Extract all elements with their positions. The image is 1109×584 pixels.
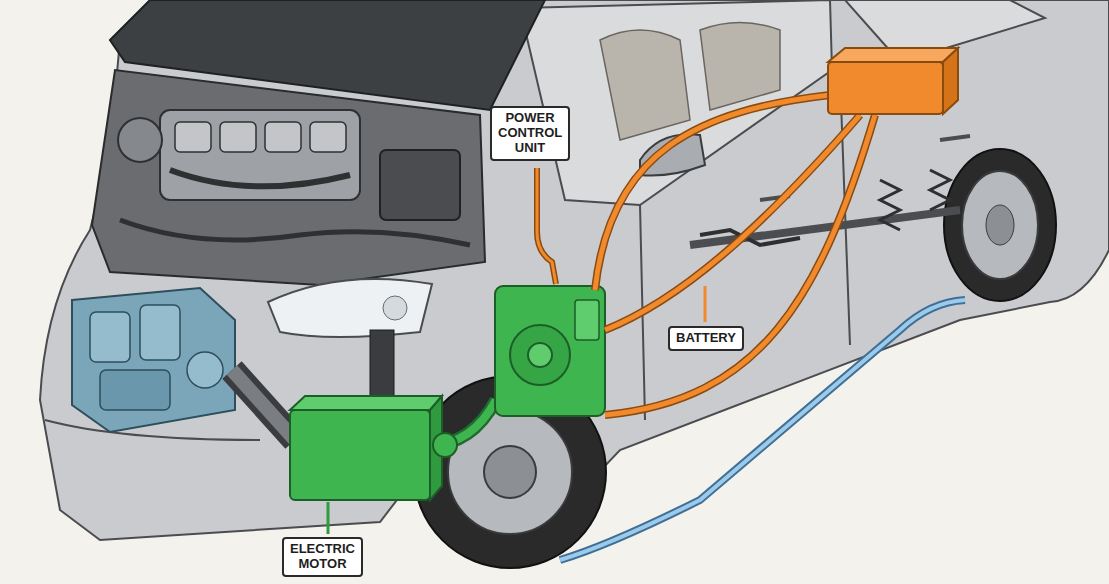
rear-tire	[944, 149, 1056, 301]
coolant-line	[560, 300, 965, 560]
leader-line	[704, 286, 707, 322]
rear-axle	[690, 210, 960, 245]
orange-cables	[595, 95, 875, 415]
leader-line	[327, 502, 330, 534]
engine-bay	[92, 70, 485, 285]
door-handle	[940, 136, 970, 140]
rear-rim	[962, 171, 1038, 279]
generator-block	[72, 288, 235, 432]
engine-hose	[120, 220, 470, 245]
power-control-box	[495, 286, 605, 416]
seat	[600, 30, 690, 140]
shock-absorber	[370, 330, 394, 400]
engine-box	[380, 150, 460, 220]
rear-spring	[880, 170, 950, 230]
part-label: POWER CONTROL UNIT	[490, 106, 570, 161]
headlight	[268, 279, 432, 337]
part-label: BATTERY	[668, 326, 744, 351]
hub	[986, 205, 1014, 245]
hub	[484, 446, 536, 498]
drive-shaft	[232, 370, 295, 440]
seat	[700, 23, 780, 111]
electric-motor-box	[290, 396, 457, 500]
headlight-lens	[383, 296, 407, 320]
reservoir	[118, 118, 162, 162]
coolant-line	[560, 300, 965, 560]
part-label: ELECTRIC MOTOR	[282, 537, 363, 577]
leader-line	[537, 168, 556, 284]
engine-hose	[170, 170, 350, 186]
battery-box	[828, 48, 958, 114]
engine-block	[160, 110, 360, 200]
engine-cylinders	[175, 122, 346, 152]
leader-line	[537, 168, 556, 284]
drive-shaft	[232, 370, 295, 440]
